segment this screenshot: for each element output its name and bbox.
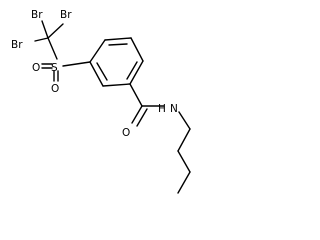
bond-c2-c3 — [177, 150, 191, 173]
bond-c3-c4 — [177, 171, 191, 194]
ring-bond-2 — [104, 37, 132, 41]
ring-bond-3 — [130, 37, 144, 62]
bond-n-c1 — [178, 111, 191, 130]
atom-br-top-right: Br — [60, 9, 72, 21]
ring-bond-4 — [129, 60, 144, 85]
ring-inner-double-2 — [126, 61, 138, 80]
bond-group — [34, 20, 191, 194]
ring-inner-double-1 — [108, 43, 128, 46]
bond-c-br-top-left — [41, 20, 49, 39]
atom-amide-nitrogen: N — [170, 103, 178, 115]
ring-bond-6 — [89, 61, 104, 87]
atom-amide-hydrogen: H — [158, 103, 166, 115]
atom-br-top-left: Br — [31, 9, 43, 21]
atom-oxygen-bottom: O — [51, 83, 59, 95]
atom-sulfur: S — [51, 62, 58, 74]
bond-c1-c2 — [177, 128, 191, 152]
ring-bond-1 — [89, 39, 106, 63]
bond-carbonyl-o-b — [136, 108, 148, 127]
bond-c-br-top-right — [47, 23, 64, 39]
atom-carbonyl-oxygen: O — [122, 127, 130, 139]
atom-br-left: Br — [11, 39, 23, 51]
bond-s-ring — [62, 61, 91, 67]
chemical-structure-diagram: Br Br Br S O O O N H — [11, 9, 191, 194]
bond-ring-carbonyl — [129, 83, 143, 107]
bond-c-br-left — [34, 37, 49, 42]
bond-carbonyl-o-a — [131, 105, 143, 124]
bond-c-s — [47, 37, 58, 60]
atom-oxygen-left: O — [32, 62, 40, 74]
ring-bond-5 — [102, 83, 131, 87]
ring-inner-double-3 — [96, 62, 108, 81]
